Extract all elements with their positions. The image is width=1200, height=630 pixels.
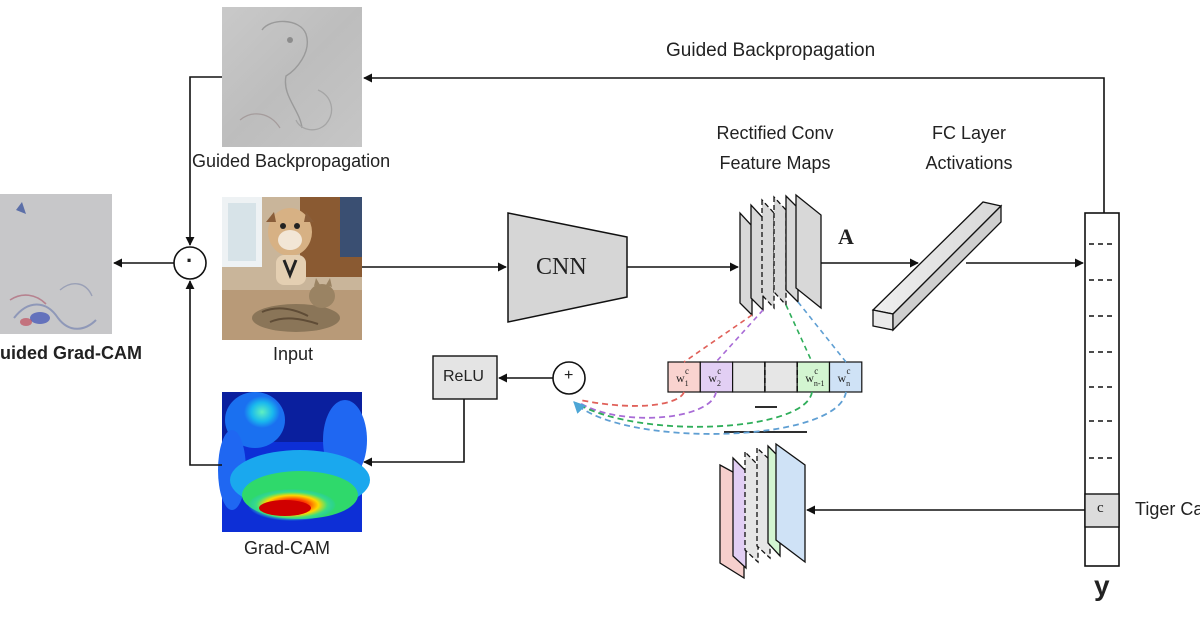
relu-box [432,355,498,400]
a-symbol: A [838,224,854,249]
fc-label-line1: FC Layer [931,123,1007,143]
plus-symbol: + [564,367,574,384]
weight-links [683,301,847,363]
guided-backprop-arrow-label: Guided Backpropagation [666,40,876,61]
equals-sign [724,406,807,433]
guided-backprop-image-label: Guided Backpropagation [192,151,391,171]
connectors [113,73,1105,515]
guided-gradcam-label: Guided Grad-CAM [0,343,142,363]
cnn-label: CNN [536,254,587,280]
input-label: Input [273,344,314,364]
weight-to-sum-curves [573,391,847,435]
tiger-cat-label: Tiger Cat [1135,499,1200,519]
weight-cell [828,361,863,393]
gradcam-heatmap-image [218,392,370,532]
weight-symbol: w2c [708,366,721,388]
weight-cell [796,361,831,393]
output-vector-y [1084,212,1120,567]
feature-maps-stack [739,193,822,317]
gradcam-label: Grad-CAM [244,538,331,558]
fc-layer-bar [871,201,1003,332]
y-symbol: y [1094,570,1110,601]
guided-backprop-image [222,7,362,147]
cnn-block [507,212,628,323]
odot-symbol: · [186,248,194,273]
c-symbol: c [1097,500,1104,516]
rectified-label-line1: Rectified Conv [716,123,834,143]
fc-label-line2: Activations [925,153,1013,173]
weight-cell [699,361,734,393]
weight-symbol: wnc [838,366,851,388]
input-image [222,197,362,340]
weight-cell [731,361,766,393]
rectified-label-line2: Feature Maps [719,153,831,173]
relu-label: ReLU [443,368,484,385]
weight-symbol: wn-1c [805,366,824,388]
weight-symbol: w1c [676,366,689,388]
guided-gradcam-image [0,194,112,334]
weights-vector: w1c w2c wn-1c wnc [667,361,863,393]
weight-cell [764,361,798,393]
weight-cell [667,361,701,393]
weighted-maps-stack [719,442,806,580]
